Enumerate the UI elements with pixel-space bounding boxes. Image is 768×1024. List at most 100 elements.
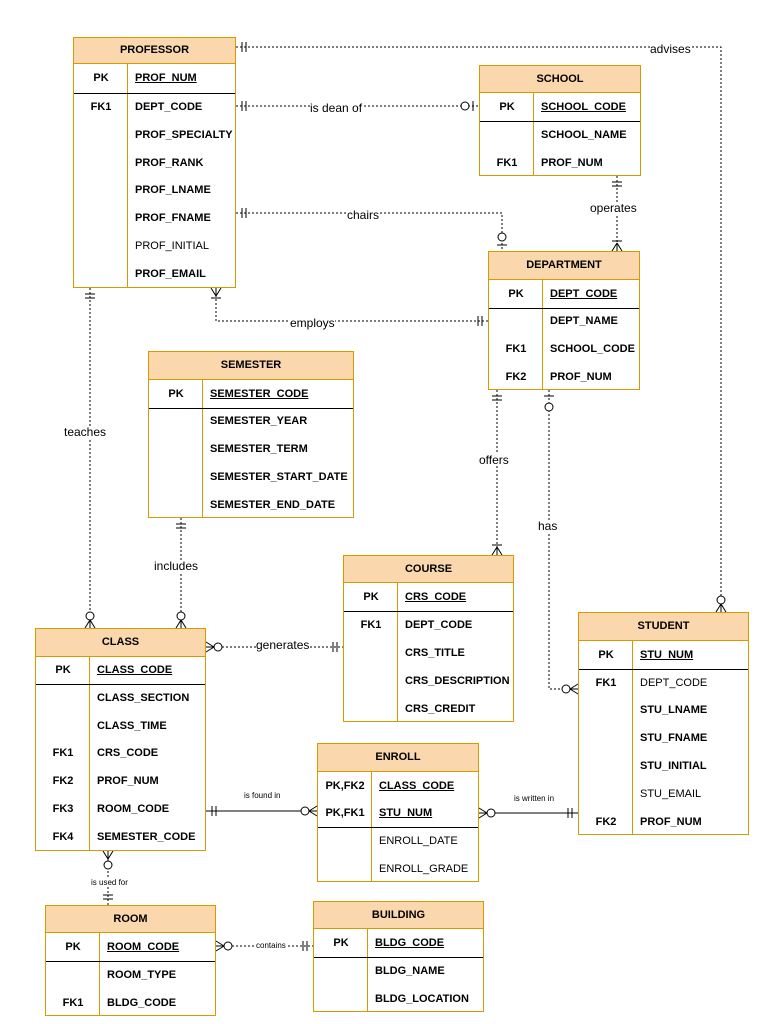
cardinality-one-marker (477, 316, 483, 326)
used-relationship-label: is used for (91, 878, 128, 887)
attribute-name: PROF_NUM (135, 72, 197, 84)
key-marker: PK (499, 101, 515, 113)
key-marker: FK1 (496, 157, 518, 169)
cardinality-many-marker (215, 940, 225, 952)
attribute-name: DEPT_NAME (550, 315, 618, 327)
contains-relationship-label: contains (256, 941, 286, 950)
attribute-name: SEMESTER_START_DATE (210, 471, 348, 483)
key-marker: FK1 (90, 101, 112, 113)
student-title: STUDENT (579, 613, 748, 641)
chairs-relationship-label: chairs (347, 208, 380, 222)
key-marker: FK1 (505, 343, 527, 355)
optional-marker (544, 402, 554, 412)
teaches-relationship-label: teaches (64, 425, 107, 439)
course-attribute-row: CRS_CREDIT (344, 695, 513, 723)
cardinality-one-marker (492, 395, 502, 401)
key-marker: FK1 (595, 677, 617, 689)
attribute-name: SCHOOL_NAME (541, 129, 627, 141)
key-separator (36, 684, 205, 685)
class-attribute-row: CLASS_TIME (36, 712, 205, 740)
attribute-name: DEPT_CODE (550, 288, 618, 300)
key-marker: PK (333, 937, 349, 949)
key-marker: FK2 (505, 371, 527, 383)
professor-attribute-row: PROF_RANK (74, 149, 235, 177)
chairs-line (236, 212, 503, 251)
semester-attribute-row: SEMESTER_TERM (149, 435, 353, 463)
course-title: COURSE (344, 556, 513, 583)
key-separator (480, 121, 640, 122)
attribute-name: SEMESTER_END_DATE (210, 499, 336, 511)
key-marker: PK (363, 591, 379, 603)
optional-marker (85, 611, 95, 621)
department-attribute-row: FK2 PROF_NUM (489, 363, 639, 391)
advises-relationship-label: advises (650, 42, 691, 56)
has-line (548, 390, 578, 690)
cardinality-many-marker (205, 641, 215, 653)
cardinality-one-marker (612, 181, 622, 187)
room-title: ROOM (46, 906, 215, 933)
department-attribute-row: DEPT_NAME (489, 308, 639, 335)
enroll-title: ENROLL (318, 744, 478, 772)
attribute-name: CRS_CODE (97, 747, 159, 759)
course-key-column (344, 583, 398, 721)
cardinality-many-marker (102, 850, 114, 860)
department-title: DEPARTMENT (489, 252, 639, 280)
key-separator (149, 408, 353, 409)
cardinality-many-marker (715, 603, 727, 613)
key-marker: PK (65, 941, 81, 953)
optional-marker (497, 232, 507, 242)
cardinality-one-marker (241, 101, 247, 111)
cardinality-many-marker (611, 242, 623, 252)
student-attribute-row: STU_INITIAL (579, 752, 748, 780)
attribute-name: DEPT_CODE (135, 101, 203, 113)
attribute-name: BLDG_CODE (375, 937, 445, 949)
optional-marker (716, 595, 726, 605)
enroll-attribute-row: ENROLL_DATE (318, 827, 478, 855)
semester-title: SEMESTER (149, 352, 353, 380)
key-separator (579, 669, 748, 670)
attribute-name: ENROLL_DATE (379, 835, 458, 847)
written-relationship-label: is written in (514, 794, 555, 803)
attribute-name: ROOM_TYPE (107, 969, 177, 981)
cardinality-one-marker (176, 523, 186, 529)
attribute-name: ROOM_CODE (97, 803, 170, 815)
key-marker: PK (508, 288, 524, 300)
attribute-name: CLASS_CODE (379, 780, 455, 792)
optional-marker (103, 860, 113, 870)
professor-attribute-row: PROF_INITIAL (74, 232, 235, 260)
optional-marker (460, 101, 470, 111)
cardinality-many-marker (491, 546, 503, 556)
includes-relationship-label: includes (154, 559, 199, 573)
has-relationship-label: has (538, 519, 558, 533)
attribute-name: SEMESTER_CODE (210, 388, 309, 400)
attribute-name: CRS_DESCRIPTION (405, 675, 510, 687)
attribute-name: PROF_EMAIL (135, 268, 206, 280)
employs-relationship-label: employs (290, 316, 335, 330)
room-key-column (46, 933, 100, 1015)
dean-relationship-label: is dean of (310, 101, 363, 115)
attribute-name: PROF_SPECIALTY (135, 129, 233, 141)
attribute-name: PROF_NUM (550, 371, 612, 383)
